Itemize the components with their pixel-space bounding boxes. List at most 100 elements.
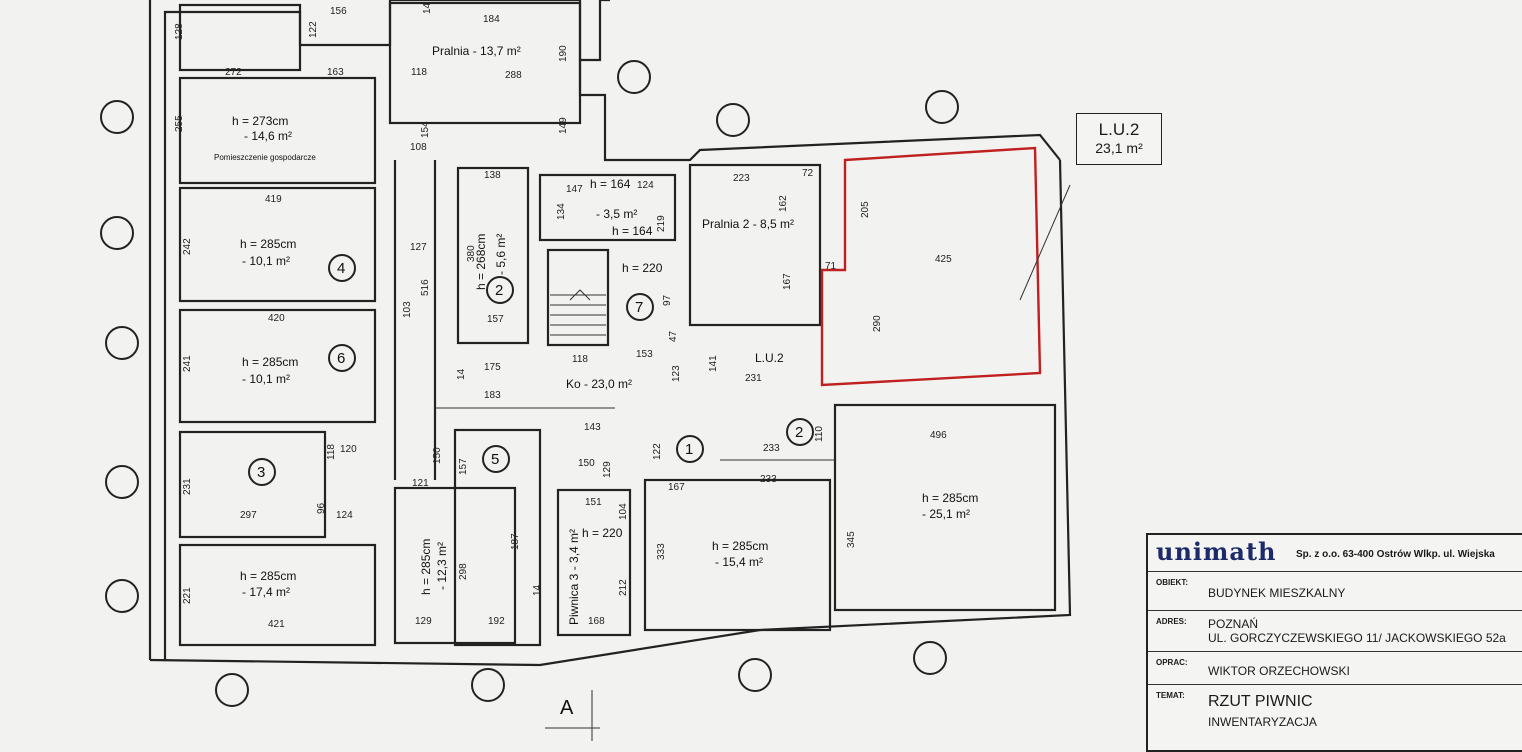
room-wall <box>388 1 582 125</box>
svg-text:5: 5 <box>491 451 499 468</box>
svg-text:118: 118 <box>411 67 427 78</box>
room-wall <box>546 248 610 347</box>
room-label: Ko - 23,0 m² <box>566 377 632 391</box>
svg-text:121: 121 <box>412 478 429 489</box>
object-key: OBIEKT: <box>1156 578 1188 587</box>
svg-text:118: 118 <box>572 354 588 365</box>
svg-text:290: 290 <box>872 315 883 332</box>
svg-text:129: 129 <box>415 616 432 627</box>
room-area: - 25,1 m² <box>922 507 970 521</box>
svg-text:118: 118 <box>326 444 337 460</box>
svg-text:231: 231 <box>182 478 193 495</box>
room-wall <box>178 543 377 647</box>
title-block-subject: TEMAT: RZUT PIWNIC INWENTARYZACJA <box>1148 685 1522 745</box>
svg-text:149: 149 <box>558 117 569 134</box>
room-wall <box>643 478 832 632</box>
svg-text:184: 184 <box>483 14 500 25</box>
svg-text:420: 420 <box>268 313 285 324</box>
svg-text:241: 241 <box>182 355 193 372</box>
svg-text:1: 1 <box>685 441 693 458</box>
svg-text:223: 223 <box>733 173 750 184</box>
svg-text:128: 128 <box>174 23 185 40</box>
room-height: h = 164 <box>590 177 631 191</box>
svg-text:150: 150 <box>432 447 443 464</box>
room-height: h = 285cm <box>240 569 296 583</box>
svg-text:288: 288 <box>505 70 522 81</box>
svg-text:212: 212 <box>618 579 629 596</box>
svg-text:14: 14 <box>532 584 543 596</box>
unit-marker: L.U.2 <box>755 351 784 365</box>
dimension-labels: 156 184 128 122 14 190 272 163 118 288 2… <box>174 2 952 630</box>
svg-text:272: 272 <box>225 67 242 78</box>
svg-text:156: 156 <box>330 6 347 17</box>
room-height: h = 285cm <box>419 539 433 595</box>
svg-text:297: 297 <box>240 510 257 521</box>
svg-text:14: 14 <box>456 368 467 380</box>
room-area: - 17,4 m² <box>242 585 290 599</box>
svg-text:496: 496 <box>930 430 947 441</box>
room-height: h = 285cm <box>922 491 978 505</box>
room-wall <box>688 163 822 327</box>
room-height: h = 273cm <box>232 114 288 128</box>
svg-text:187: 187 <box>510 533 521 550</box>
svg-text:233: 233 <box>763 443 780 454</box>
svg-text:298: 298 <box>458 563 469 580</box>
company-address: Sp. z o.o. 63-400 Ostrów Wlkp. ul. Wiejs… <box>1296 549 1495 560</box>
svg-text:150: 150 <box>578 458 595 469</box>
room-wall <box>453 428 542 647</box>
svg-text:47: 47 <box>668 330 679 342</box>
room-area: - 3,5 m² <box>596 207 637 221</box>
svg-text:124: 124 <box>637 180 654 191</box>
unit-callout: L.U.2 23,1 m² <box>1076 113 1162 165</box>
svg-text:122: 122 <box>308 21 319 38</box>
svg-text:134: 134 <box>556 203 567 220</box>
room-wall <box>178 308 377 424</box>
svg-text:103: 103 <box>402 301 413 318</box>
svg-text:108: 108 <box>410 142 427 153</box>
svg-text:333: 333 <box>656 543 667 560</box>
room-height: h = 268cm <box>474 234 488 290</box>
svg-text:141: 141 <box>708 355 719 372</box>
svg-text:122: 122 <box>652 443 663 460</box>
room-wall <box>538 173 677 242</box>
room-wall <box>178 3 302 72</box>
title-block-address: ADRES: POZNAŃ UL. GORCZYCZEWSKIEGO 11/ J… <box>1148 611 1522 652</box>
svg-text:380: 380 <box>466 245 477 262</box>
title-block-header: unimath Sp. z o.o. 63-400 Ostrów Wlkp. u… <box>1148 535 1522 572</box>
svg-text:255: 255 <box>174 115 185 132</box>
svg-text:153: 153 <box>636 349 653 360</box>
svg-text:151: 151 <box>585 497 602 508</box>
staircase <box>550 289 606 336</box>
svg-text:104: 104 <box>618 503 629 520</box>
room-label: Piwnica 3 - 3,4 m² <box>567 529 581 625</box>
svg-text:7: 7 <box>635 299 643 316</box>
title-block-author: OPRAC: WIKTOR ORZECHOWSKI <box>1148 652 1522 685</box>
svg-text:168: 168 <box>588 616 605 627</box>
room-wall <box>178 76 377 185</box>
svg-text:127: 127 <box>410 242 427 253</box>
room-area: - 10,1 m² <box>242 254 290 268</box>
author-value: WIKTOR ORZECHOWSKI <box>1208 664 1350 678</box>
address-street: UL. GORCZYCZEWSKIEGO 11/ JACKOWSKIEGO 52… <box>1208 631 1506 645</box>
svg-text:205: 205 <box>860 201 871 218</box>
room-label: Pomieszczenie gospodarcze <box>214 153 316 162</box>
object-value: BUDYNEK MIESZKALNY <box>1208 586 1346 600</box>
svg-text:123: 123 <box>671 365 682 382</box>
room-height: h = 285cm <box>242 355 298 369</box>
room-label: Pralnia 2 - 8,5 m² <box>702 217 794 231</box>
svg-text:190: 190 <box>558 45 569 62</box>
svg-text:110: 110 <box>814 426 825 442</box>
svg-text:157: 157 <box>487 314 504 325</box>
title-block-object: OBIEKT: BUDYNEK MIESZKALNY <box>1148 572 1522 611</box>
section-label: A <box>560 697 574 719</box>
svg-text:120: 120 <box>340 444 357 455</box>
svg-text:221: 221 <box>182 587 193 604</box>
outer-wall <box>578 60 1061 162</box>
svg-text:4: 4 <box>337 260 345 277</box>
svg-text:2: 2 <box>795 424 803 441</box>
svg-text:97: 97 <box>662 294 673 306</box>
author-key: OPRAC: <box>1156 658 1188 667</box>
unit-callout-area: 23,1 m² <box>1095 140 1143 156</box>
address-key: ADRES: <box>1156 617 1187 626</box>
